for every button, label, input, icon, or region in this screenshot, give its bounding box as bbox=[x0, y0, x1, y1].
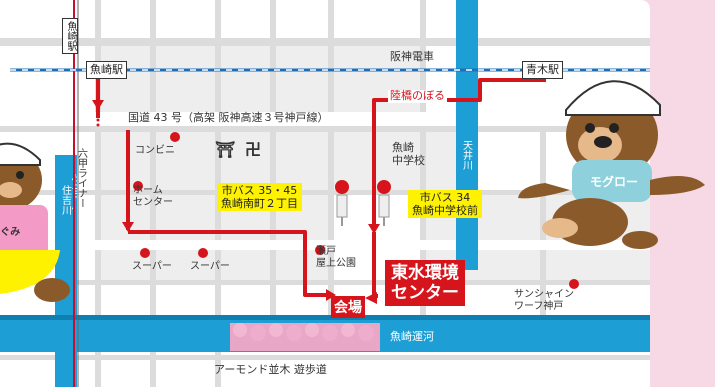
venue-name: 東水環境 センター bbox=[385, 260, 465, 306]
pedestrian-bridge-label: 陸橋のぼる bbox=[388, 89, 447, 103]
shrine-icon: ⛩ bbox=[215, 140, 235, 159]
road-kokudo bbox=[0, 112, 650, 126]
supermarket-1-label: スーパー bbox=[132, 261, 172, 272]
route-to-venue bbox=[372, 232, 378, 298]
bus-stop-icon-2 bbox=[377, 180, 391, 226]
station-uozaki-label: 魚崎駅 bbox=[86, 61, 127, 79]
convenience-label: コンビニ bbox=[135, 145, 175, 156]
rokko-liner-label: 六甲ライナー bbox=[75, 148, 87, 208]
temple-icon: 卍 bbox=[245, 140, 261, 159]
park-label: 瀬戸 屋上公園 bbox=[316, 246, 356, 269]
school-label: 魚崎 中学校 bbox=[392, 141, 425, 167]
rokko-liner-line bbox=[73, 0, 79, 387]
home-center-label: ホーム センター bbox=[133, 185, 173, 208]
river-tenjo bbox=[456, 0, 478, 270]
railway-name-label: 阪神電車 bbox=[390, 50, 434, 63]
route-dots bbox=[96, 118, 100, 127]
supermarket-2-label: スーパー bbox=[190, 261, 230, 272]
almond-trees bbox=[230, 323, 380, 351]
mascot-left-shirt-label: ぐみ bbox=[0, 226, 20, 238]
bus-stop-1-label: 市バス 35・45 魚崎南町２丁目 bbox=[217, 183, 302, 212]
sunshine-wharf-label: サンシャイン ワーフ神戸 bbox=[514, 289, 574, 312]
rokko-station-uozaki-label: 魚崎駅 bbox=[62, 18, 78, 54]
road-south bbox=[0, 240, 650, 250]
mascot-shirt-label: モグロー bbox=[590, 174, 638, 189]
canal-edge bbox=[0, 315, 650, 320]
kokudo-label: 国道 43 号（高架 阪神高速３号神戸線） bbox=[128, 111, 329, 124]
venue-tag: 会場 bbox=[331, 296, 365, 318]
walking-route bbox=[96, 78, 546, 297]
almond-promenade-label: アーモンド並木 遊歩道 bbox=[214, 363, 327, 376]
mascot-mole-icon bbox=[518, 80, 705, 249]
tenjo-river-label: 天井川 bbox=[460, 140, 472, 170]
canal-label: 魚崎運河 bbox=[390, 330, 434, 343]
landmark-dots bbox=[133, 132, 579, 289]
bus-stop-2-label: 市バス 34 魚崎中学校前 bbox=[408, 190, 482, 219]
station-aoki-label: 青木駅 bbox=[522, 61, 563, 79]
bus-stop-icon-1 bbox=[335, 180, 349, 226]
sumiyoshi-river-label: 住吉川 bbox=[59, 185, 71, 215]
mascot-left-icon bbox=[0, 142, 70, 302]
